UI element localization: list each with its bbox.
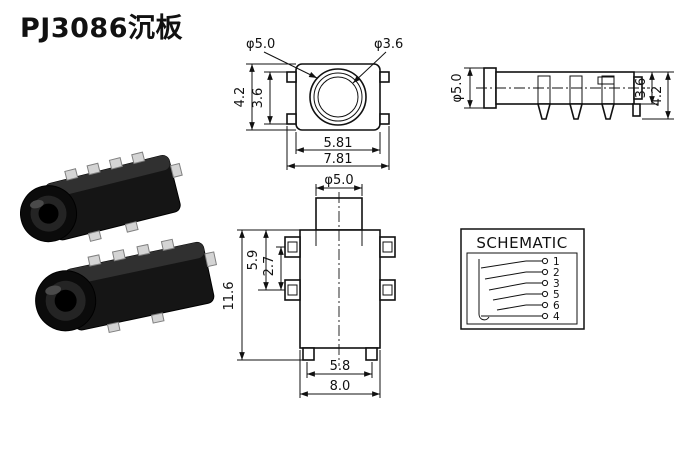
dim-front-dia: φ5.0	[324, 173, 353, 188]
pin-number-5: 5	[553, 289, 560, 301]
dim-front-w-outer: 8.0	[330, 379, 351, 394]
metal-pins	[64, 151, 183, 242]
dim-side-body-h: 3.6	[634, 78, 649, 99]
pin-number-6: 6	[553, 300, 560, 312]
pin-number-3: 3	[553, 278, 560, 290]
jack-hole	[38, 203, 59, 224]
pin-number-1: 1	[553, 256, 560, 268]
dim-front-w-inner: 5.8	[330, 359, 351, 374]
schematic-title: SCHEMATIC	[476, 234, 567, 252]
front-view-drawing: φ5.0 2.7 5.9 11.6 5.8 8.0	[222, 173, 396, 398]
dim-side-dia: φ5.0	[450, 73, 465, 102]
page-title: PJ3086沉板	[20, 13, 183, 44]
dim-top-w-outer: 7.81	[324, 152, 353, 167]
dim-side-total-h: 4.2	[650, 86, 665, 107]
dim-top-w-inner: 5.81	[324, 136, 353, 151]
product-photo-upper	[20, 151, 183, 243]
schematic-box: SCHEMATIC 1 2 3 5 6	[460, 228, 585, 330]
schematic-contacts	[526, 257, 549, 320]
pin-number-4: 4	[553, 311, 560, 323]
top-view-drawing: φ5.0 φ3.6 4.2 3.6 5.81 7.81	[233, 37, 403, 170]
dim-top-h-outer: 4.2	[233, 87, 248, 108]
dim-front-total-h: 11.6	[222, 282, 237, 311]
dim-front-upper-h: 5.9	[246, 250, 261, 271]
product-photo-lower	[35, 238, 218, 334]
side-view-drawing: φ5.0 3.6 4.2	[450, 67, 674, 120]
dim-top-dia-inner: φ3.6	[374, 37, 403, 52]
pin-number-2: 2	[553, 267, 560, 279]
dim-front-pin-pitch: 2.7	[262, 256, 277, 277]
dim-top-dia-outer: φ5.0	[246, 37, 275, 52]
metal-pins	[87, 238, 218, 334]
jack-hole	[54, 289, 77, 312]
dim-top-h-inner: 3.6	[251, 88, 266, 109]
